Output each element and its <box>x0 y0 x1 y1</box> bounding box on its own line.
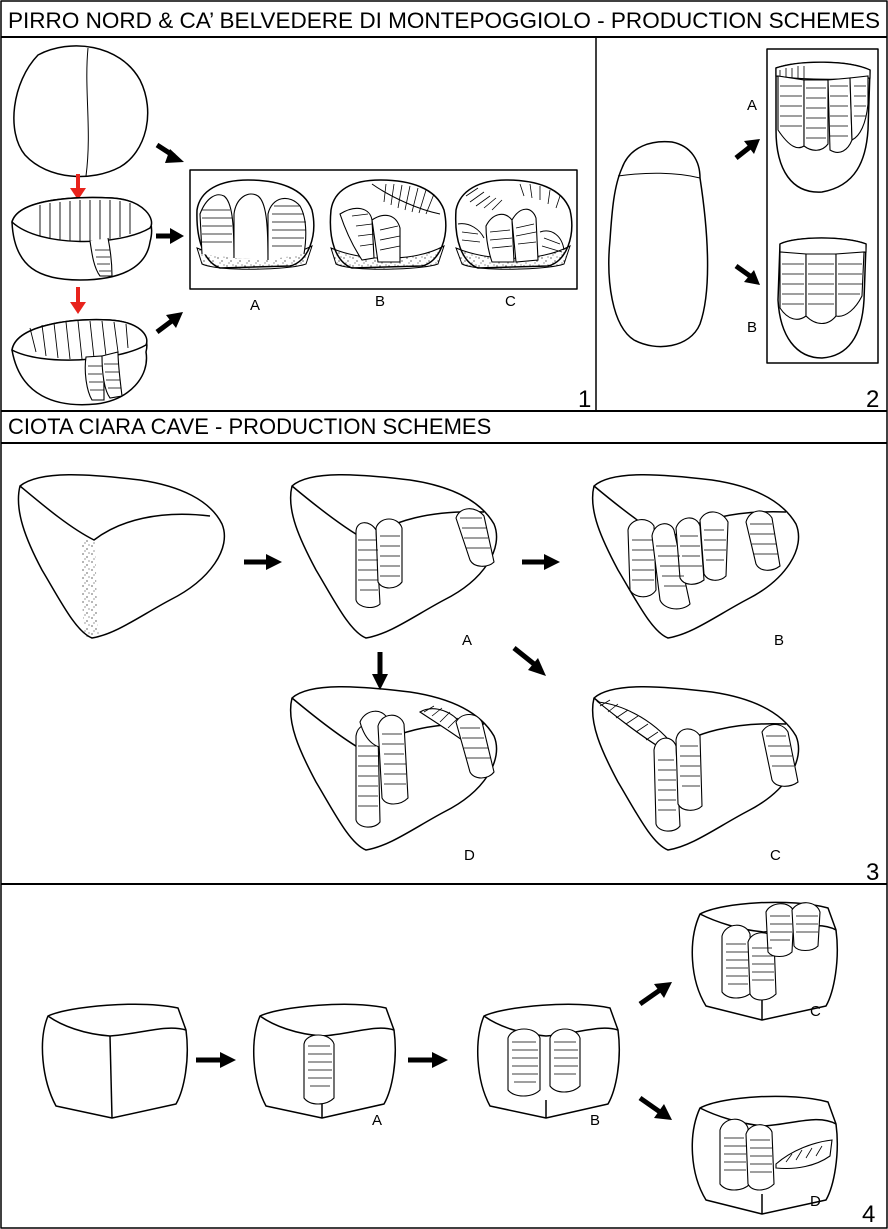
arrow-black-13 <box>640 1098 672 1120</box>
ciota-label-A: A <box>462 632 472 649</box>
ciota-core-C <box>593 687 799 850</box>
scheme-1-core-A <box>197 180 314 269</box>
ciota-core-B <box>593 475 799 638</box>
prism-label-C: C <box>810 1003 821 1020</box>
top-panel-title: PIRRO NORD & CA’ BELVEDERE DI MONTEPOGGI… <box>8 8 880 33</box>
elongated-pebble <box>609 142 708 347</box>
arrow-black-6 <box>244 554 282 570</box>
core-step-3 <box>12 320 147 405</box>
prism-label-A: A <box>372 1112 382 1129</box>
red-arrow-1 <box>70 174 86 200</box>
pebble-outline <box>14 46 148 177</box>
arrow-black-8 <box>372 652 388 690</box>
ciota-label-D: D <box>464 847 475 864</box>
ciota-core-D <box>291 687 497 850</box>
arrow-black-7 <box>522 554 560 570</box>
scheme-1-core-B <box>330 180 445 269</box>
arrow-black-1b <box>157 145 184 163</box>
arrow-black-2 <box>156 228 184 244</box>
scheme-1-number: 1 <box>578 386 591 413</box>
scheme-1-label-A: A <box>250 297 260 314</box>
scheme-1: A B C 1 <box>12 46 591 413</box>
prism-core-initial <box>42 1004 187 1118</box>
arrow-black-12 <box>640 982 672 1004</box>
scheme-1-label-C: C <box>505 293 516 310</box>
arrow-black-3 <box>157 312 183 332</box>
middle-panel-title: CIOTA CIARA CAVE - PRODUCTION SCHEMES <box>8 414 491 439</box>
prism-core-A <box>254 1004 396 1118</box>
ciota-label-C: C <box>770 847 781 864</box>
red-arrow-2 <box>70 287 86 314</box>
arrow-black-4 <box>736 139 760 158</box>
prism-label-D: D <box>810 1193 821 1210</box>
scheme-3: A B D <box>18 475 879 886</box>
ciota-core-initial <box>18 475 224 638</box>
scheme-1-core-C <box>456 180 572 269</box>
scheme-2-number: 2 <box>866 386 879 413</box>
arrow-black-11 <box>408 1052 448 1068</box>
ciota-core-A <box>291 475 497 638</box>
arrow-black-10 <box>196 1052 236 1068</box>
scheme-2-label-B: B <box>747 319 757 336</box>
scheme-2-core-B <box>778 238 866 358</box>
scheme-1-label-B: B <box>375 293 385 310</box>
core-step-2 <box>12 198 152 280</box>
scheme-2-label-A: A <box>747 97 757 114</box>
scheme-4: A B C <box>42 902 875 1228</box>
arrow-black-5 <box>736 266 760 285</box>
scheme-2-core-A <box>776 62 870 192</box>
scheme-4-number: 4 <box>862 1201 875 1228</box>
prism-label-B: B <box>590 1112 600 1129</box>
arrow-black-9 <box>514 648 546 676</box>
prism-core-B <box>478 1004 620 1118</box>
ciota-label-B: B <box>774 632 784 649</box>
scheme-3-number: 3 <box>866 859 879 886</box>
scheme-2: A B 2 <box>609 49 880 413</box>
